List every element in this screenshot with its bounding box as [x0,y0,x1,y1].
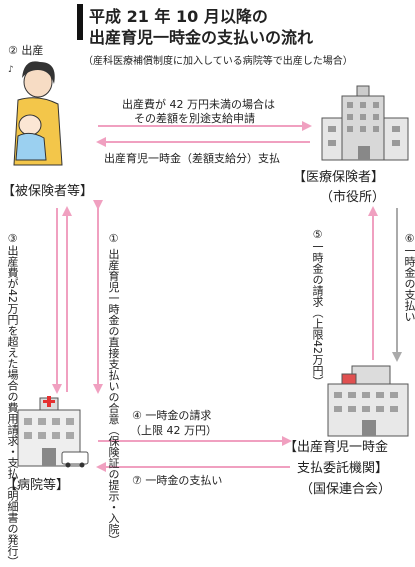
step7-text: ⑦ 一時金の支払い [132,474,223,487]
payment-org-label-line1: 【出産育児一時金 [284,440,389,455]
insured-person-label: 【被保険者等】 [2,184,94,199]
step4-text-line2: （上限 42 万円） [130,424,217,437]
step6-text: ⑥一時金の支払い [403,232,415,322]
svg-text:♪: ♪ [8,65,14,75]
step1-text: ① 出産育児一時金の直接支払いの合意（保険証の提示・入院） [107,232,120,546]
birth-label: ② 出産 [8,44,44,57]
mother-and-baby-icon: ♪ [8,61,63,166]
title-accent-bar [77,4,83,40]
payment-org-label-line2: 支払委託機関】 [297,461,389,476]
hospital-label: 【病院等】 [4,478,70,493]
city-hall-building-icon [321,85,409,161]
hospital-building-icon [17,396,89,468]
step5-text: ⑤一時金の請求（上限42万円） [311,228,324,387]
step3-text: ③出産費が42万円を超えた場合の費用請求・支払（明細書の発行） [6,232,19,567]
medical-insurer-label: 【医療保険者】 [293,170,385,185]
diagram-title-line1: 平成 21 年 10 月以降の [89,7,268,26]
difference-payment-text: 出産育児一時金（差額支給分）支払 [104,152,280,165]
payment-org-sub-label: （国保連合会） [300,482,392,497]
city-office-label: （市役所） [320,190,386,205]
difference-request-line1: 出産費が 42 万円未満の場合は [122,98,275,111]
step4-text-line1: ④ 一時金の請求 [132,409,212,422]
condition-note: （産科医療補償制度に加入している病院等で出産した場合） [83,56,353,67]
flow-arrows: ♪ [8,61,409,472]
payment-organization-building-icon [327,365,409,437]
diagram-title-line2: 出産育児一時金の支払いの流れ [89,28,314,47]
difference-request-line2: その差額を別途支給申請 [134,112,255,125]
